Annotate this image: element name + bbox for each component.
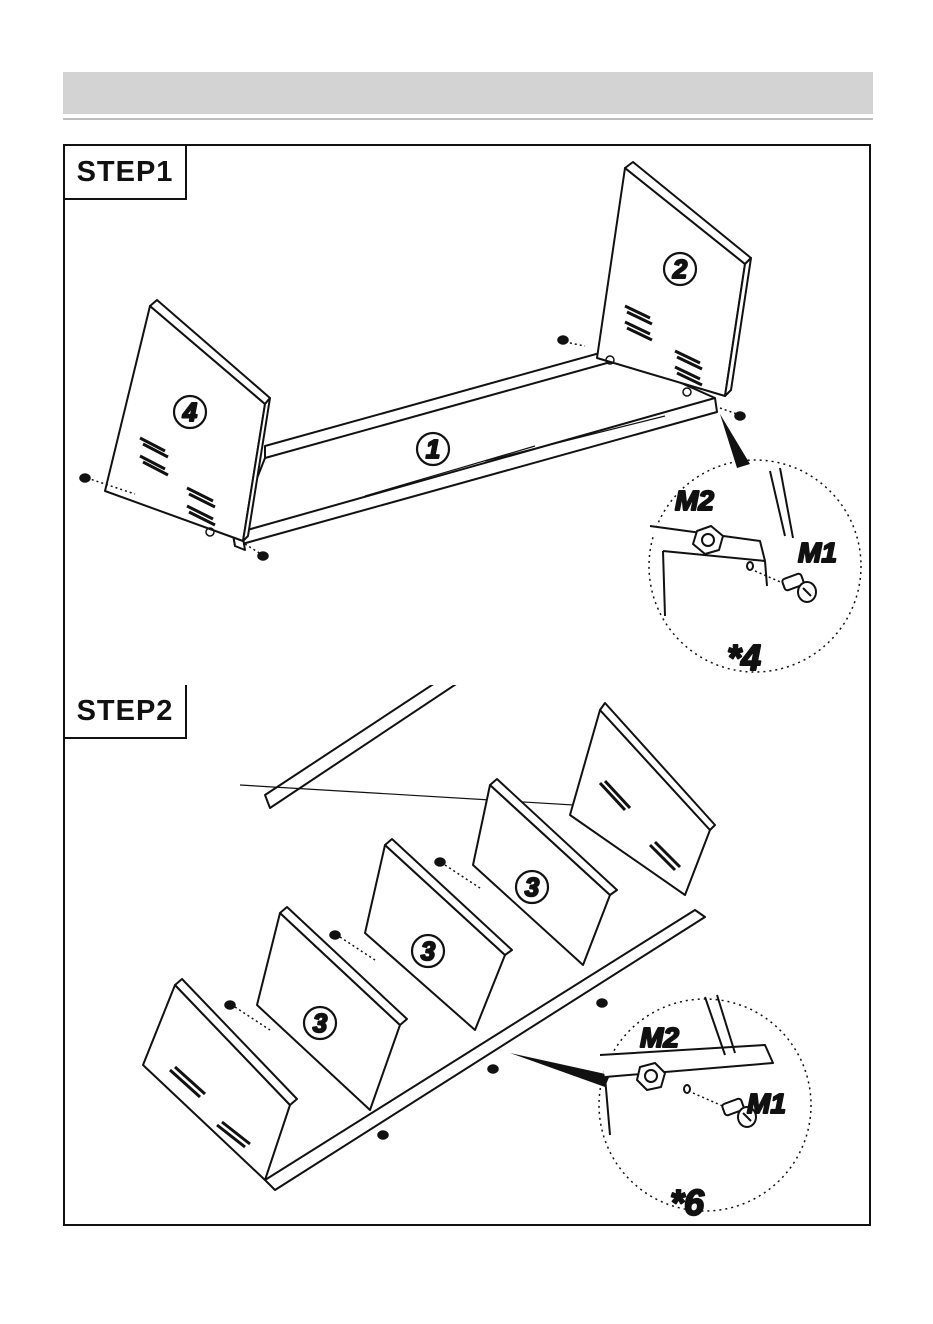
part-number-1: 1 [426,434,440,464]
part-number-4: 4 [182,397,198,427]
screw-label: M1 [798,537,837,568]
step1-diagram: 1 2 4 M2 M1 *4 [65,146,869,687]
quantity-label: *6 [670,1182,705,1223]
base-panel [233,346,717,550]
quantity-label: *4 [727,637,761,678]
screw-label: M1 [747,1088,786,1119]
step1-panel: 1 2 4 M2 M1 *4 STEP1 [63,144,871,689]
part-number-3b: 3 [421,936,436,966]
nut-label: M2 [675,485,714,516]
step2-diagram: 3 3 3 M2 M1 *6 [65,685,869,1224]
part-number-3a: 3 [313,1008,328,1038]
detail-pointer [720,414,750,468]
header-rule [63,118,873,120]
step1-label: STEP1 [65,146,187,200]
detail-pointer [510,1053,610,1087]
header-bar [63,72,873,114]
part-number-2: 2 [672,254,688,284]
step2-panel: 3 3 3 M2 M1 *6 STEP2 [63,685,871,1226]
nut-label: M2 [640,1022,679,1053]
step2-label: STEP2 [65,685,187,739]
part-number-3c: 3 [525,872,540,902]
